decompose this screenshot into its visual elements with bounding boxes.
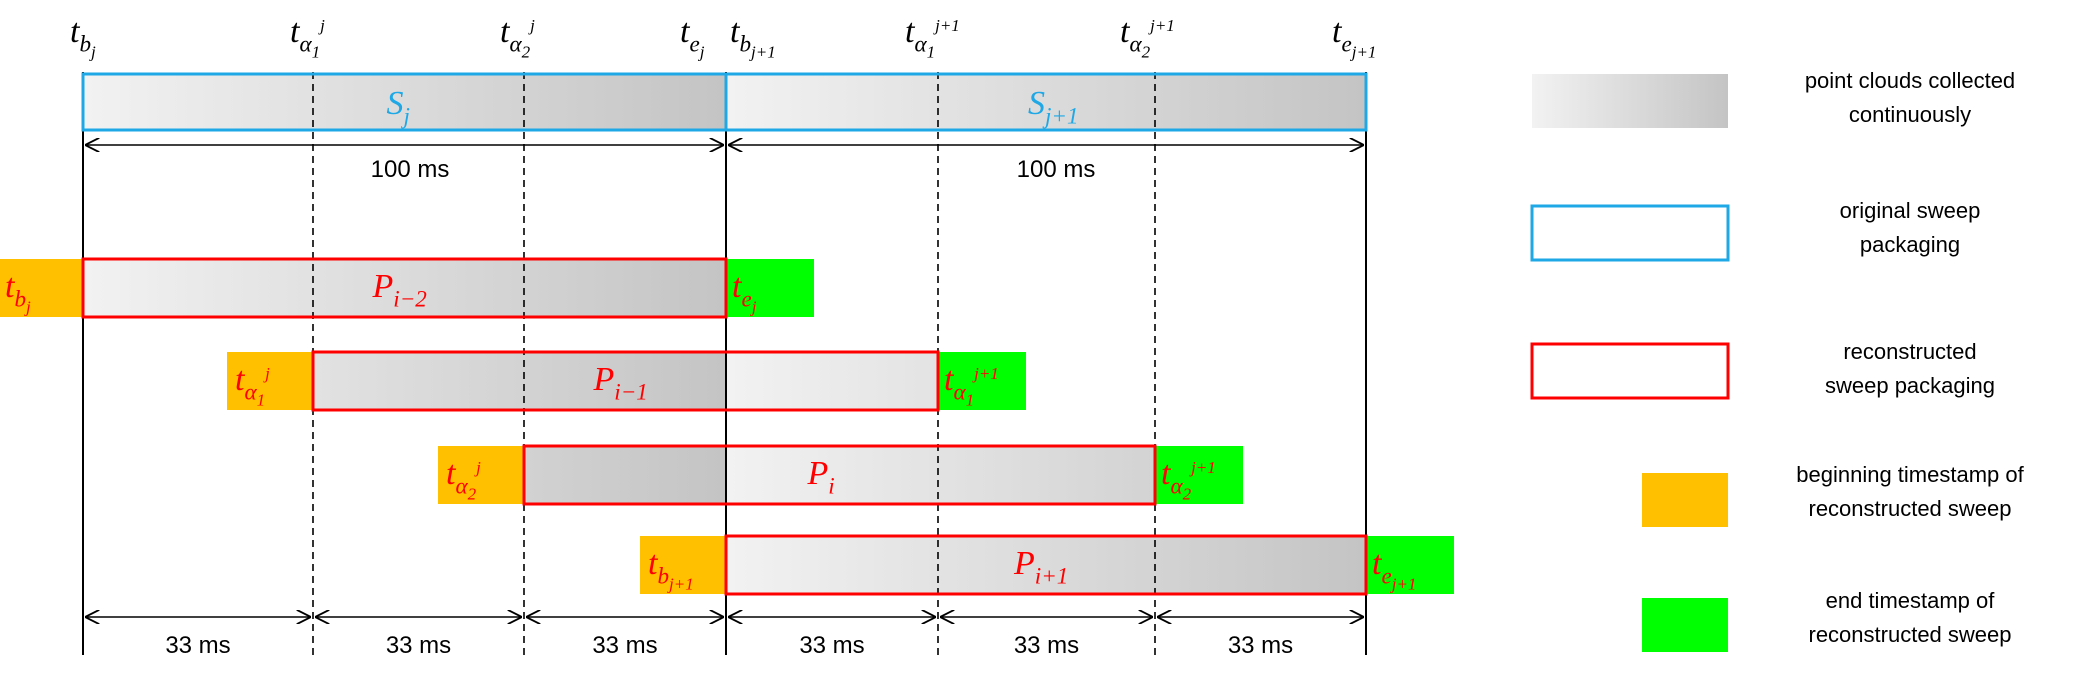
- package-begin-label: tα2j: [446, 455, 481, 504]
- package-begin-label: tbj: [5, 268, 31, 317]
- sweep-border: [724, 72, 1368, 132]
- top-timestamp: tbj+1: [730, 13, 776, 62]
- package-label: Pi−1: [593, 361, 648, 406]
- package-fill: [726, 352, 938, 410]
- legend-label: reconstructed sweep: [1809, 622, 2012, 647]
- legend-label: end timestamp of: [1826, 588, 1996, 613]
- package-fill: [83, 259, 726, 317]
- legend-swatch-gradient: [1532, 74, 1728, 128]
- legend-label: beginning timestamp of: [1796, 462, 2024, 487]
- labels: Sj Sj+1 100 ms 100 ms tbj tα1j tα2j tej tbj+1 tα1…: [5, 13, 1416, 659]
- packaging-boxes: [81, 72, 1368, 596]
- package-fill: [726, 536, 1366, 594]
- package-end-label: tα1j+1: [944, 361, 999, 410]
- begin-timestamp-block: [227, 352, 313, 410]
- end-timestamp-block: [726, 259, 814, 317]
- legend-label: reconstructed: [1843, 339, 1976, 364]
- duration-label: 100 ms: [1017, 156, 1096, 183]
- legend-label: sweep packaging: [1825, 373, 1995, 398]
- top-timestamp: tbj: [70, 13, 96, 62]
- legend-swatch-green: [1642, 598, 1728, 652]
- gradient-backgrounds: [0, 74, 1454, 594]
- begin-timestamp-block: [438, 446, 524, 504]
- package-fill: [726, 446, 1155, 504]
- top-timestamp: tej: [680, 13, 705, 62]
- package-fill: [313, 352, 726, 410]
- package-border: [724, 534, 1368, 596]
- package-border: [81, 257, 728, 319]
- sweep-fill: [726, 74, 1366, 130]
- duration-label: 100 ms: [371, 156, 450, 183]
- legend-label: packaging: [1860, 232, 1960, 257]
- interval-label: 33 ms: [799, 632, 864, 659]
- end-timestamp-block: [1366, 536, 1454, 594]
- top-timestamp: tα2j+1: [1120, 13, 1175, 62]
- duration-arrows: [85, 145, 1364, 617]
- top-timestamp: tα1j: [290, 13, 325, 62]
- legend-swatch-red-box: [1530, 342, 1730, 400]
- top-timestamp: tα2j: [500, 13, 535, 62]
- legend-label: reconstructed sweep: [1809, 496, 2012, 521]
- begin-timestamp-block: [0, 259, 83, 317]
- package-fill: [524, 446, 726, 504]
- legend: point clouds collected continuously origin…: [1530, 68, 2025, 652]
- package-end-label: tej+1: [1372, 545, 1416, 594]
- package-label: Pi+1: [1013, 545, 1068, 590]
- interval-label: 33 ms: [1228, 632, 1293, 659]
- package-label: Pi−2: [372, 268, 428, 313]
- package-label: Pi: [807, 455, 835, 500]
- interval-label: 33 ms: [386, 632, 451, 659]
- sweep-fill: [83, 74, 726, 130]
- top-timestamp: tej+1: [1332, 13, 1376, 62]
- package-end-label: tej: [732, 268, 757, 317]
- legend-swatch-orange: [1642, 473, 1728, 527]
- package-border: [311, 350, 940, 412]
- package-begin-label: tbj+1: [648, 545, 694, 594]
- sweep-label: Sj: [387, 85, 410, 130]
- interval-label: 33 ms: [165, 632, 230, 659]
- legend-label: original sweep: [1840, 198, 1981, 223]
- interval-label: 33 ms: [592, 632, 657, 659]
- end-timestamp-block: [1155, 446, 1243, 504]
- sweep-label: Sj+1: [1028, 85, 1079, 130]
- end-timestamp-block: [938, 352, 1026, 410]
- legend-swatch-blue-box: [1530, 204, 1730, 262]
- package-border: [522, 444, 1157, 506]
- package-end-label: tα2j+1: [1161, 455, 1216, 504]
- interval-label: 33 ms: [1014, 632, 1079, 659]
- top-timestamp: tα1j+1: [905, 13, 960, 62]
- package-begin-label: tα1j: [235, 361, 270, 410]
- begin-timestamp-block: [640, 536, 726, 594]
- legend-label: continuously: [1849, 102, 1971, 127]
- legend-label: point clouds collected: [1805, 68, 2015, 93]
